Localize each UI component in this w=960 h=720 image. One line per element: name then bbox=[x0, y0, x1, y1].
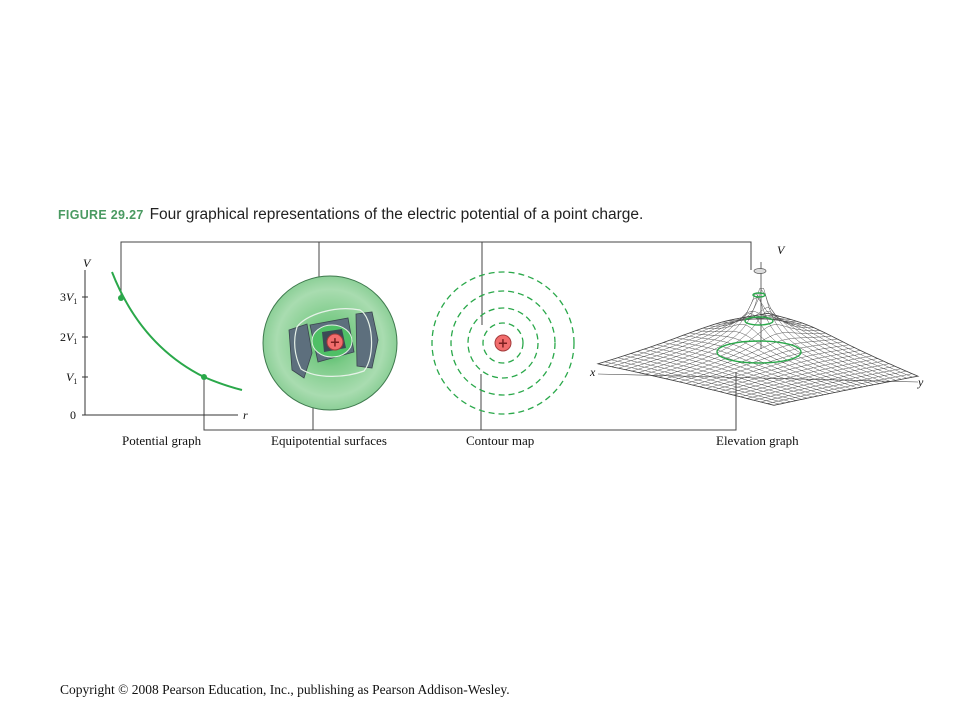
contour-map bbox=[431, 271, 575, 415]
connector-brackets bbox=[120, 241, 752, 431]
figure-caption-text: Four graphical representations of the el… bbox=[149, 206, 644, 223]
contour-charge-plus-sign: + bbox=[498, 337, 509, 352]
mesh-line bbox=[702, 324, 863, 388]
panel-label-potential-graph: Potential graph bbox=[122, 433, 202, 448]
tick-label-2v1: 2V1 bbox=[60, 330, 77, 346]
tick-label-zero: 0 bbox=[70, 408, 76, 422]
bottom-bracket-line bbox=[203, 372, 737, 431]
mesh-line bbox=[746, 365, 895, 399]
mesh-line bbox=[719, 355, 872, 392]
elevation-ring-high bbox=[752, 292, 766, 298]
elevation-equipotential-rings bbox=[716, 292, 802, 364]
elevation-base-outline bbox=[596, 312, 920, 406]
potential-curve bbox=[111, 271, 243, 391]
curve-point-v1 bbox=[201, 374, 207, 380]
v-axis-label: V bbox=[83, 256, 92, 270]
potential-graph: V r 3V1 2V1 V1 0 bbox=[60, 256, 248, 422]
mesh-line bbox=[709, 312, 869, 387]
mesh-line bbox=[733, 360, 884, 396]
contour-inner bbox=[482, 322, 524, 364]
mesh-line bbox=[754, 315, 907, 379]
x-y-axis-line bbox=[597, 373, 919, 383]
mesh-line bbox=[696, 330, 858, 389]
mesh-line bbox=[706, 350, 861, 389]
mesh-line bbox=[650, 346, 819, 397]
panel-label-equipotential-surfaces: Equipotential surfaces bbox=[271, 433, 387, 448]
contour-charge: + bbox=[494, 334, 512, 352]
copyright-notice: Copyright © 2008 Pearson Education, Inc.… bbox=[60, 682, 510, 697]
mesh-line bbox=[699, 347, 855, 387]
mesh-line bbox=[676, 337, 841, 392]
mesh-line bbox=[713, 352, 867, 391]
mesh-line bbox=[726, 358, 878, 394]
figure-caption: FIGURE 29.27 Four graphical representatio… bbox=[58, 206, 938, 224]
mesh-line bbox=[715, 293, 874, 385]
mesh-line bbox=[767, 373, 913, 404]
charge-plus-sign: + bbox=[330, 336, 341, 351]
mesh-line bbox=[761, 314, 913, 378]
mesh-line bbox=[722, 289, 880, 384]
contour-outer bbox=[431, 271, 575, 415]
mesh-line bbox=[760, 370, 907, 403]
elevation-v-label: V bbox=[777, 243, 786, 257]
panel-label-elevation-graph: Elevation graph bbox=[716, 433, 799, 448]
elevation-x-label: x bbox=[589, 365, 596, 379]
mesh-line bbox=[685, 341, 844, 384]
tick-label-v1: V1 bbox=[66, 370, 77, 386]
equipotential-surfaces: + bbox=[262, 275, 398, 411]
mesh-line bbox=[748, 316, 902, 380]
mesh-line bbox=[753, 368, 901, 401]
elevation-peak bbox=[753, 268, 767, 274]
elevation-y-label: y bbox=[917, 375, 924, 389]
contour-second bbox=[467, 307, 539, 379]
curve-point-3v1 bbox=[118, 295, 124, 301]
elevation-ring-low bbox=[716, 340, 802, 364]
shell-cutaway-right bbox=[355, 311, 379, 369]
elevation-graph: V x y bbox=[589, 243, 924, 406]
mesh-line bbox=[692, 344, 849, 386]
panel-label-contour-map: Contour map bbox=[466, 433, 535, 448]
point-charge-contour bbox=[494, 334, 512, 352]
r-axis-label: r bbox=[243, 408, 248, 422]
elevation-ring-mid bbox=[744, 316, 774, 326]
top-bracket-line bbox=[120, 241, 752, 298]
contour-third bbox=[450, 290, 556, 396]
figure-number: FIGURE 29.27 bbox=[58, 208, 144, 222]
point-charge-equipotential bbox=[326, 333, 344, 351]
elevation-mesh bbox=[597, 288, 919, 406]
mesh-line bbox=[740, 363, 890, 398]
equipotential-shell-outer bbox=[294, 308, 373, 377]
tick-label-3v1: 3V1 bbox=[60, 290, 77, 306]
mesh-line bbox=[741, 317, 896, 381]
